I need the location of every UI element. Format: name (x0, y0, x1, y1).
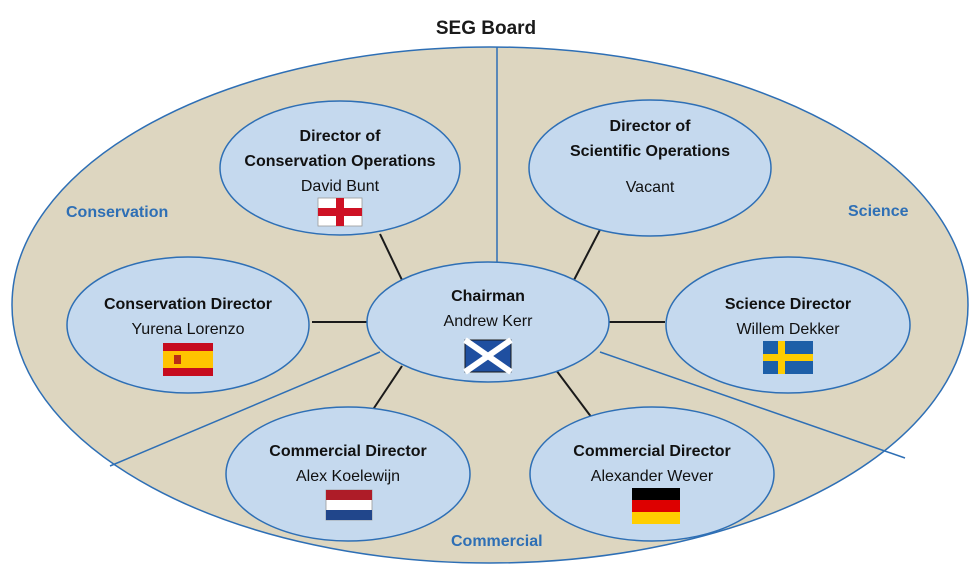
node-science-director: Science Director Willem Dekker (665, 256, 911, 394)
sector-label-science: Science (848, 203, 909, 220)
sector-label-commercial: Commercial (451, 533, 543, 550)
role-label: Commercial Director (573, 443, 730, 460)
person-name: David Bunt (301, 178, 380, 195)
person-name: Andrew Kerr (444, 313, 534, 330)
spain-flag-icon (163, 343, 213, 376)
node-ellipse (66, 256, 310, 394)
germany-flag-icon (632, 488, 680, 524)
sector-divider-left (109, 351, 381, 467)
node-ellipse (219, 100, 461, 236)
person-name: Alex Koelewijn (296, 468, 400, 485)
connector-conservation-ops (379, 233, 403, 281)
node-ellipse (529, 406, 775, 542)
connectors (312, 221, 665, 419)
role-line-1: Director of (610, 118, 692, 135)
role-line-2: Conservation Operations (244, 153, 435, 170)
connector-scientific-ops (573, 221, 605, 281)
person-name: Willem Dekker (736, 321, 840, 338)
sector-divider-right (599, 351, 906, 459)
node-ellipse (366, 261, 610, 383)
person-name: Vacant (626, 179, 675, 196)
page-title: SEG Board (436, 18, 536, 39)
person-name: Yurena Lorenzo (132, 321, 245, 338)
node-ellipse (225, 406, 471, 542)
node-conservation-director: Conservation Director Yurena Lorenzo (66, 256, 310, 394)
connector-commercial-right (555, 369, 593, 419)
role-line-2: Scientific Operations (570, 143, 730, 160)
connector-commercial-left (371, 365, 403, 412)
person-name: Alexander Wever (591, 468, 714, 485)
node-ellipse (665, 256, 911, 394)
node-director-scientific-operations: Director of Scientific Operations Vacant (528, 99, 772, 237)
node-director-conservation-operations: Director of Conservation Operations Davi… (219, 100, 461, 236)
role-label: Chairman (451, 288, 525, 305)
node-ellipse (528, 99, 772, 237)
sector-label-conservation: Conservation (66, 204, 168, 221)
node-chairman: Chairman Andrew Kerr (366, 261, 610, 383)
scotland-flag-icon (463, 337, 513, 375)
node-commercial-director-left: Commercial Director Alex Koelewijn (225, 406, 471, 542)
netherlands-flag-icon (325, 489, 373, 521)
role-label: Conservation Director (104, 296, 272, 313)
node-commercial-director-right: Commercial Director Alexander Wever (529, 406, 775, 542)
role-label: Science Director (725, 296, 851, 313)
role-line-1: Director of (300, 128, 382, 145)
role-label: Commercial Director (269, 443, 426, 460)
england-flag-icon (317, 197, 363, 227)
sweden-flag-icon (763, 341, 813, 374)
